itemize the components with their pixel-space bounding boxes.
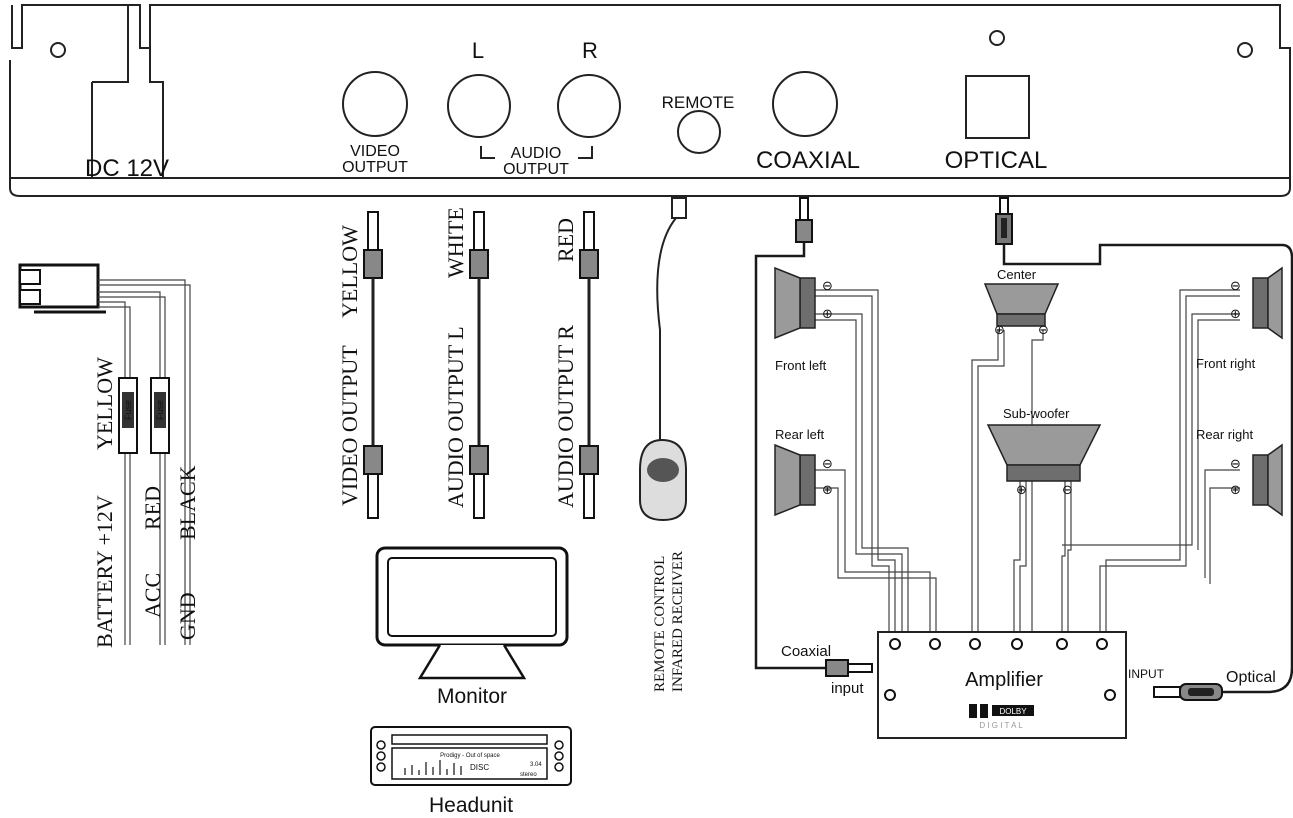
audio-r-cable-color: RED xyxy=(553,218,578,262)
gnd-color-label: BLACK xyxy=(175,465,200,540)
front-left-label: Front left xyxy=(775,358,827,373)
audio-output-label-2: OUTPUT xyxy=(503,161,569,178)
svg-text:⊕: ⊕ xyxy=(1230,482,1241,497)
svg-text:⊖: ⊖ xyxy=(1230,456,1241,471)
coaxial-input-label-1: Coaxial xyxy=(781,643,831,660)
audio-l-label: L xyxy=(472,38,484,63)
audio-l-cable-color: WHITE xyxy=(443,207,468,278)
audio-l-cable xyxy=(469,211,489,519)
amplifier: DOLBY D I G I T A L xyxy=(877,631,1127,739)
audio-r-label: R xyxy=(582,38,598,63)
svg-text:⊖: ⊖ xyxy=(822,456,833,471)
mount-hole-top xyxy=(989,30,1005,46)
amplifier-label: Amplifier xyxy=(965,669,1043,691)
coaxial-cable xyxy=(754,197,873,677)
svg-text:⊖: ⊖ xyxy=(1230,278,1241,293)
audio-output-label-1: AUDIO xyxy=(511,145,562,162)
headunit: Prodigy - Out of space 3.04 DISC stereo … xyxy=(370,726,572,817)
audio-r-cable xyxy=(579,211,599,519)
video-cable-label: VIDEO OUTPUT xyxy=(337,345,362,506)
video-output-label-1: VIDEO xyxy=(350,143,400,160)
audio-bracket xyxy=(480,146,593,159)
video-output-label-2: OUTPUT xyxy=(342,159,408,176)
svg-text:⊖: ⊖ xyxy=(822,278,833,293)
battery-wire xyxy=(98,279,191,645)
dolby-digital-label: D I G I T A L xyxy=(979,721,1023,730)
ir-receiver: REMOTE CONTROL INFARED RECEIVER xyxy=(639,197,687,692)
optical-label: OPTICAL xyxy=(945,147,1048,174)
acc-wire xyxy=(98,291,166,645)
ir-label-2: INFARED RECEIVER xyxy=(670,551,686,692)
coaxial-input-label-2: input xyxy=(831,680,864,697)
monitor-label: Monitor xyxy=(437,685,507,708)
front-right-label: Front right xyxy=(1196,356,1256,371)
rear-panel: DC 12V VIDEO OUTPUT L R AUDIO OUTPUT REM… xyxy=(9,4,1291,197)
video-cable xyxy=(363,211,383,519)
battery-color-label: YELLOW xyxy=(92,357,117,450)
rca-cables: YELLOW VIDEO OUTPUT WHITE AUDIO OUTPUT L… xyxy=(337,207,599,519)
audio-l-jack xyxy=(447,74,511,138)
monitor: Monitor xyxy=(375,546,569,708)
remote-label: REMOTE xyxy=(662,93,735,112)
dc-12v-label: DC 12V xyxy=(85,155,169,182)
audio-r-cable-label: AUDIO OUTPUT R xyxy=(553,325,578,508)
battery-label: BATTERY +12V xyxy=(92,495,117,648)
svg-text:⊕: ⊕ xyxy=(822,482,833,497)
rear-left-speaker: ⊖ ⊕ xyxy=(774,443,833,517)
front-left-speaker: ⊖ ⊕ xyxy=(774,266,833,340)
rear-right-speaker: ⊖ ⊕ xyxy=(1230,443,1283,517)
headunit-label: Headunit xyxy=(429,794,513,817)
headunit-disc: DISC xyxy=(470,763,489,772)
ir-label-1: REMOTE CONTROL xyxy=(652,556,668,692)
rear-right-label: Rear right xyxy=(1196,427,1253,442)
audio-l-cable-label: AUDIO OUTPUT L xyxy=(443,326,468,508)
optical-port xyxy=(965,75,1030,139)
coaxial-jack xyxy=(772,71,838,137)
rear-left-label: Rear left xyxy=(775,427,825,442)
video-output-jack xyxy=(342,71,408,137)
coaxial-label: COAXIAL xyxy=(756,147,860,174)
video-cable-color: YELLOW xyxy=(337,225,362,318)
headunit-track: Prodigy - Out of space xyxy=(440,753,500,759)
headunit-eq xyxy=(404,760,462,775)
subwoofer-label: Sub-woofer xyxy=(1003,406,1070,421)
acc-color-label: RED xyxy=(140,486,165,530)
svg-text:⊕: ⊕ xyxy=(822,306,833,321)
svg-text:⊕: ⊕ xyxy=(1230,306,1241,321)
headunit-time: 3.04 xyxy=(530,762,542,768)
optical-cable xyxy=(995,197,1293,701)
front-right-speaker: ⊖ ⊕ xyxy=(1230,266,1283,340)
acc-label: ACC xyxy=(140,573,165,618)
svg-text:⊕: ⊕ xyxy=(1016,482,1027,497)
svg-text:⊕: ⊕ xyxy=(994,322,1005,337)
fuse-1-label: Fuse xyxy=(123,400,133,420)
headunit-mode: stereo xyxy=(520,772,537,778)
mount-hole-left xyxy=(50,42,66,58)
svg-text:⊖: ⊖ xyxy=(1062,482,1073,497)
audio-r-jack xyxy=(557,74,621,138)
center-speaker: ⊕ ⊖ xyxy=(983,283,1060,337)
mount-hole-right xyxy=(1237,42,1253,58)
amp-input-label: INPUT xyxy=(1128,667,1165,681)
svg-text:⊖: ⊖ xyxy=(1038,322,1049,337)
remote-jack xyxy=(677,110,721,154)
optical-input-label: Optical xyxy=(1226,669,1276,686)
gnd-wire xyxy=(98,301,131,645)
gnd-label: GND xyxy=(175,592,200,640)
dc-socket xyxy=(91,5,164,178)
power-harness: Fuse Fuse BATTERY +12V YELLOW ACC RED GN… xyxy=(18,263,200,648)
fuse-2-label: Fuse xyxy=(155,400,165,420)
dolby-label: DOLBY xyxy=(999,707,1027,716)
speaker-wiring xyxy=(815,289,1240,632)
center-label: Center xyxy=(997,267,1037,282)
subwoofer-speaker: ⊕ ⊖ xyxy=(986,424,1102,497)
